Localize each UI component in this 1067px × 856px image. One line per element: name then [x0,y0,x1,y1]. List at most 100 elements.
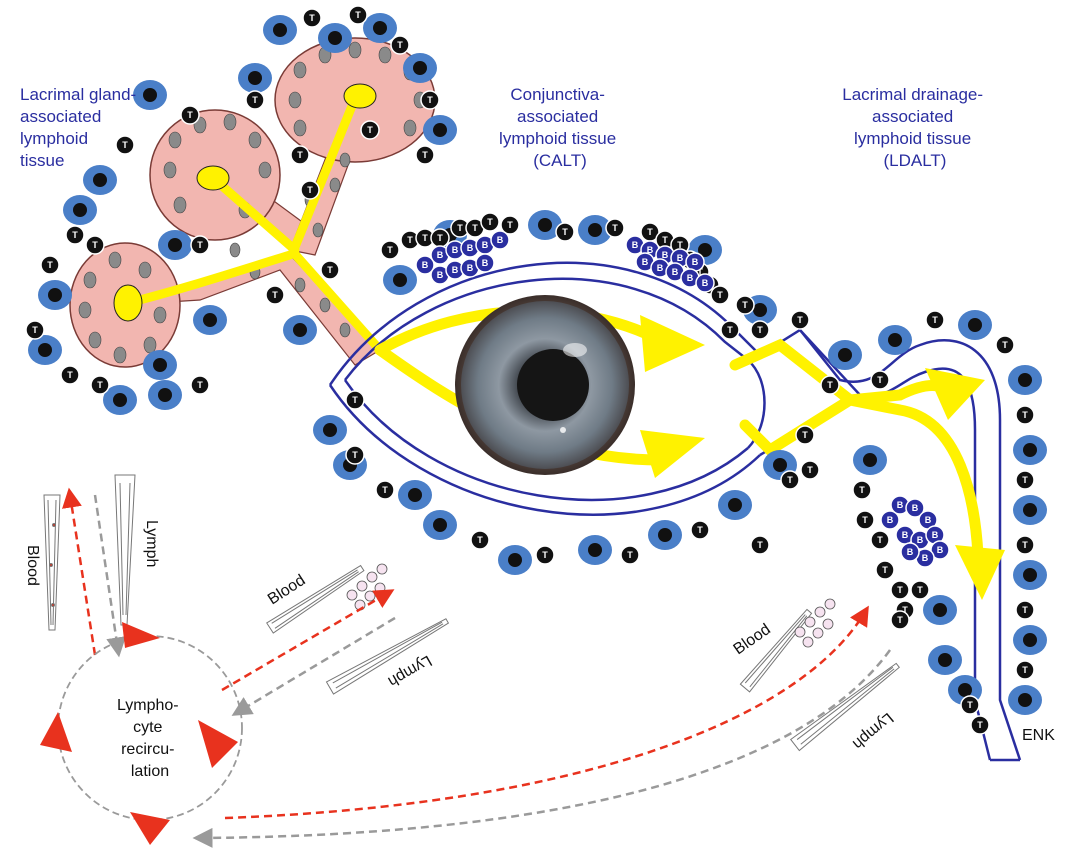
t-cell-icon-letter: T [787,475,793,485]
t-cell-icon: T [191,236,209,254]
t-cell-icon: T [303,9,321,27]
b-cell-icon-letter: B [677,253,684,263]
t-cell-icon-letter: T [397,40,403,50]
t-cell-icon-letter: T [727,325,733,335]
t-cell-icon: T [381,241,399,259]
t-cell-icon: T [926,311,944,329]
t-cell-icon-letter: T [457,223,463,233]
enk-label: ENK [1022,727,1055,744]
t-cell-icon-letter: T [422,233,428,243]
t-cell-icon: T [66,226,84,244]
b-cell-icon-letter: B [925,515,932,525]
t-cell-icon-letter: T [1022,410,1028,420]
t-cell-icon-letter: T [437,233,443,243]
t-cell-icon: T [416,146,434,164]
t-cell-icon: T [1016,601,1034,619]
t-cell-icon-letter: T [757,325,763,335]
t-cell-icon-letter: T [862,515,868,525]
t-cell-icon: T [1016,406,1034,424]
blood-vessel-icon [44,495,60,630]
b-cell-icon-letter: B [642,257,649,267]
b-cell-icon-letter: B [497,235,504,245]
t-cell-icon: T [1016,536,1034,554]
lacrimal-gland-label: Lacrimal gland- associated lymphoid tiss… [20,85,141,170]
t-cell-icon: T [246,91,264,109]
t-cell-icon: T [376,481,394,499]
t-cell-icon-letter: T [422,150,428,160]
t-cell-icon-letter: T [197,240,203,250]
b-cell-icon-letter: B [672,267,679,277]
t-cell-icon: T [321,261,339,279]
t-cell-icon: T [266,286,284,304]
tear-arrowhead-upper [640,315,705,372]
t-cell-icon: T [796,426,814,444]
t-cell-icon-letter: T [827,380,833,390]
t-cell-icon-letter: T [67,370,73,380]
cycle-arrowhead [130,812,170,845]
t-cell-icon-letter: T [387,245,393,255]
t-cell-icon: T [791,311,809,329]
t-cell-icon-letter: T [197,380,203,390]
cycle-arrowhead [122,622,160,648]
t-cell-icon-letter: T [352,450,358,460]
t-cell-icon-letter: T [297,150,303,160]
t-cell-icon: T [1016,661,1034,679]
t-cell-icon: T [711,286,729,304]
recirculation-label: Lympho- cyte recircu- lation [117,697,183,780]
blood-label: Blood [265,572,309,609]
t-cell-icon-letter: T [367,125,373,135]
blood-flow-arrow [70,495,95,655]
b-cell-icon: B [476,254,494,272]
t-cell-icon: T [91,376,109,394]
t-cell-icon: T [781,471,799,489]
ldalt-label: Lacrimal drainage- associated lymphoid t… [842,85,988,170]
t-cell-icon-letter: T [487,217,493,227]
t-cell-icon-letter: T [662,235,668,245]
b-cell-icon: B [696,274,714,292]
b-cell-icon: B [686,253,704,271]
t-cell-icon-letter: T [977,720,983,730]
t-cell-icon-letter: T [309,13,315,23]
b-cell-icon-letter: B [907,547,914,557]
b-cell-icon-letter: B [662,250,669,260]
t-cell-icon-letter: T [382,485,388,495]
b-cell-icon-letter: B [692,257,699,267]
t-cell-icon: T [26,321,44,339]
b-cell-icon-letter: B [452,245,459,255]
t-cell-icon: T [536,546,554,564]
t-cell-icon-letter: T [355,10,361,20]
t-cell-icon-letter: T [272,290,278,300]
t-cell-icon: T [751,536,769,554]
b-cell-icon-letter: B [467,263,474,273]
t-cell-icon: T [346,391,364,409]
cycle-arrowhead [198,720,238,768]
b-cell-icon-letter: B [437,270,444,280]
t-cell-icon-letter: T [612,223,618,233]
calt-label: Conjunctiva- associated lymphoid tissue … [499,85,621,170]
t-cell-icon: T [556,223,574,241]
lymph-vessel-icon [327,614,451,694]
t-cell-icon-letter: T [917,585,923,595]
t-cell-icon: T [481,213,499,231]
lymph-flow-arrow [95,495,118,650]
t-cell-icon-letter: T [717,290,723,300]
t-cell-icon-letter: T [742,300,748,310]
t-cell-icon-letter: T [327,265,333,275]
lymph-label: Lymph [849,709,896,753]
t-cell-icon-letter: T [187,110,193,120]
t-cell-icon: T [891,581,909,599]
t-cell-icon: T [181,106,199,124]
t-cell-icon: T [801,461,819,479]
t-cell-icon-letter: T [797,315,803,325]
t-cell-icon-letter: T [932,315,938,325]
b-cell-icon-letter: B [932,530,939,540]
b-cell-icon-letter: B [452,265,459,275]
t-cell-icon: T [471,531,489,549]
t-cell-icon-letter: T [1022,605,1028,615]
t-cell-icon: T [86,236,104,254]
t-cell-icon-letter: T [897,615,903,625]
t-cell-icon-letter: T [757,540,763,550]
b-cell-icon: B [901,543,919,561]
t-cell-icon-letter: T [407,235,413,245]
